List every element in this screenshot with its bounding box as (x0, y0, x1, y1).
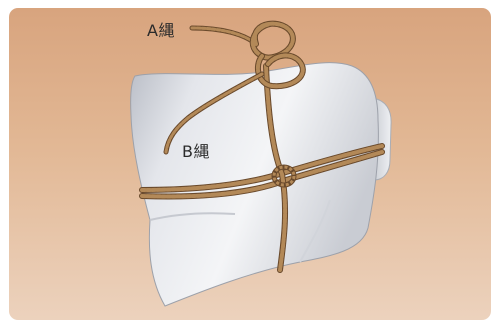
rope-a-end (192, 28, 256, 44)
rope-b-label: B縄 (182, 138, 210, 162)
rope-a-label: A縄 (147, 17, 175, 41)
bag-body (131, 63, 379, 306)
